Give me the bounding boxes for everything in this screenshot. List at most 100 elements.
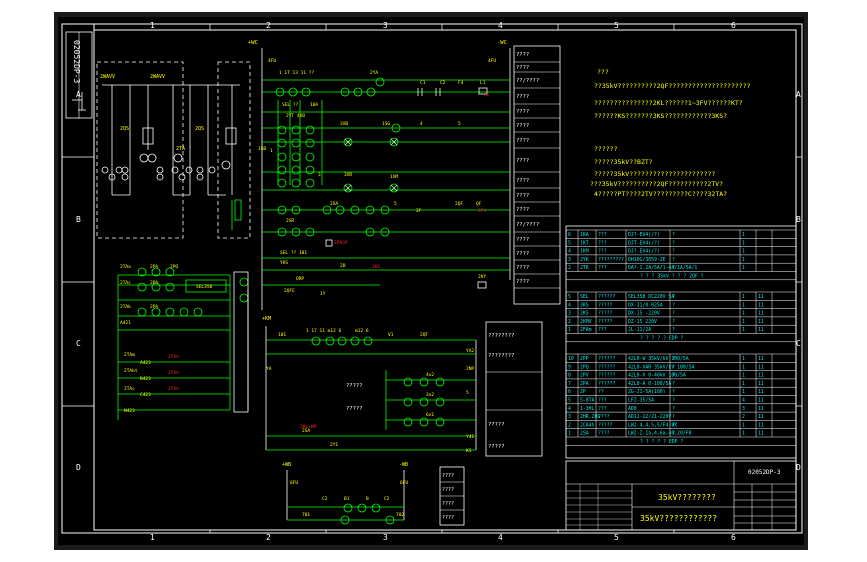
table-middle-cell: 5: [568, 294, 571, 300]
svg-text:C2: C2: [384, 496, 390, 502]
grid-col-3-bottom: 3: [383, 533, 388, 542]
right-col-label-15: ????: [516, 265, 529, 271]
svg-text:QRP: QRP: [296, 276, 304, 282]
table-upper-cell: DH10G/3059-2E: [628, 257, 666, 263]
table-middle-cell: 2FAm: [580, 327, 592, 333]
table-upper-cell: DJT-EV4(/?): [628, 240, 660, 246]
drawing-area: [58, 17, 804, 545]
svg-text:702: 702: [396, 512, 404, 518]
table-lower-cell: ?: [672, 431, 675, 437]
mid-box1-line-2: ????????: [488, 353, 515, 359]
table-lower-cell: 1: [742, 373, 745, 379]
notes-line-2-3: ???35kV??????????2QF??????????2TV?: [590, 180, 723, 188]
svg-text:C1: C1: [420, 80, 426, 86]
svg-text:B: B: [366, 496, 369, 502]
mid-box2-line-2: ?????: [488, 444, 505, 450]
grid-col-1-bottom: 1: [150, 533, 155, 542]
label-ac-minus: -WC: [497, 40, 507, 46]
svg-text:2TA: 2TA: [176, 146, 185, 152]
notes-line-1-3: ??????KS???????3KS????????????3KS?: [594, 112, 727, 120]
table-lower-cell: 11: [758, 406, 764, 412]
table-upper-cell: 6: [568, 232, 571, 238]
notes-line-2-4: 4?????PT????2TV?????????C????32TA?: [594, 190, 727, 198]
table-lower-cell: 11: [758, 389, 764, 395]
svg-text:C2: C2: [440, 80, 446, 86]
table-middle-cell: 1: [568, 327, 571, 333]
table-lower-cell: ?: [672, 406, 675, 412]
table-lower-cell: 10: [568, 356, 574, 362]
grid-row-c-right: C: [796, 339, 801, 348]
svg-text:701: 701: [302, 512, 310, 518]
right-col-label-9: ????: [516, 178, 529, 184]
table-upper-cell: DJ?-EV4(/?): [628, 249, 660, 255]
table-lower-cell: 2PP: [580, 356, 589, 362]
svg-text:2KS: 2KS: [372, 264, 380, 270]
table-upper-cell: 2: [568, 265, 571, 271]
svg-text:1XM: 1XM: [390, 174, 398, 180]
svg-text:L1: L1: [480, 80, 486, 86]
table-lower-cell: 11: [758, 431, 764, 437]
grid-col-5-top: 5: [614, 21, 619, 30]
table-upper-cell: 2YK: [580, 257, 589, 263]
table-upper-cell: ???: [598, 265, 607, 271]
table-lower-cell: 42L0-A 0-100/5A: [628, 381, 671, 387]
table-lower-cell: AD0: [628, 406, 637, 412]
grid-ticks: [62, 24, 802, 533]
notes: ??? ??35kV??????????2QF?????????????????…: [590, 68, 751, 198]
svg-text:B423: B423: [140, 376, 151, 382]
notes-line-2-2: ?????35kV??????????????????????: [594, 170, 715, 178]
table-lower-cell: ?: [672, 398, 675, 404]
table-lower-cell: 5-8TA: [580, 398, 595, 404]
svg-text:2SA: 2SA: [302, 428, 310, 434]
svg-text:2PAGP: 2PAGP: [334, 240, 348, 246]
svg-text:4FU: 4FU: [268, 58, 276, 64]
table-lower-cell: 4: [742, 398, 745, 404]
table-upper-cell: 1: [742, 249, 745, 255]
svg-text:6FU: 6FU: [290, 480, 298, 486]
table-lower-cell: 6: [568, 389, 571, 395]
svg-text:4: 4: [420, 121, 423, 127]
table-lower-cell: 11: [758, 422, 764, 428]
table-lower-cell: ??: [598, 389, 604, 395]
table-lower-cell: ?????: [598, 422, 613, 428]
table-middle-cell: SEL358 DC220V 5A: [628, 294, 674, 300]
bottom-box-label-4: ????: [442, 515, 454, 521]
mid-box1-line-1: ????????: [488, 333, 515, 339]
mid-box2-line-1: ?????: [488, 422, 505, 428]
right-col-label-8: ????: [516, 158, 529, 164]
svg-text:2TAb: 2TAb: [120, 304, 131, 310]
grid-col-5-bottom: 5: [614, 533, 619, 542]
table-middle-cell: ?: [672, 294, 675, 300]
svg-text:2WAVV: 2WAVV: [150, 74, 165, 80]
grid-row-a-right: A: [796, 90, 801, 99]
svg-text:2YT 4XB: 2YT 4XB: [286, 113, 305, 119]
grid-col-4-top: 4: [498, 21, 503, 30]
table-lower-footer: ? ? ? ? ? EDP ?: [640, 439, 683, 445]
table-middle-cell: DX-15 -220V: [628, 311, 660, 317]
lamp-label-1: ?????: [346, 383, 363, 389]
table-upper-cell: ?: [672, 265, 675, 271]
svg-text:3XR: 3XR: [344, 172, 352, 178]
table-middle-cell: ??????: [598, 294, 615, 300]
svg-text:3: 3: [318, 172, 321, 178]
table-upper-cell: ?: [672, 257, 675, 263]
table-lower-cell: LW2-Z-1a,4,6a,40,20/F8: [628, 431, 692, 437]
table-middle-cell: ?: [672, 327, 675, 333]
rotated-number-box: 02052DP-3: [65, 31, 93, 119]
table-lower-cell: ??????: [598, 364, 615, 370]
table-lower-cell: 2PA: [580, 381, 589, 387]
table-lower-cell: ????: [598, 431, 610, 437]
table-middle-cell: 1: [742, 327, 745, 333]
table-lower-cell: 1: [742, 381, 745, 387]
table-lower-cell: 11: [758, 398, 764, 404]
table-lower-cell: AD11-22/21-220V: [628, 414, 671, 420]
table-lower-cell: ?: [672, 381, 675, 387]
right-col-label-14: ????: [516, 251, 529, 257]
table-lower-cell: ?: [672, 422, 675, 428]
table-upper-cell: 1KM: [580, 249, 589, 255]
label-wb-minus: -WB: [399, 462, 408, 468]
right-col-label-16: ????: [516, 279, 529, 285]
svg-text:2F: 2F: [416, 208, 422, 214]
table-middle-cell: DX-31/0.025A: [628, 302, 663, 308]
